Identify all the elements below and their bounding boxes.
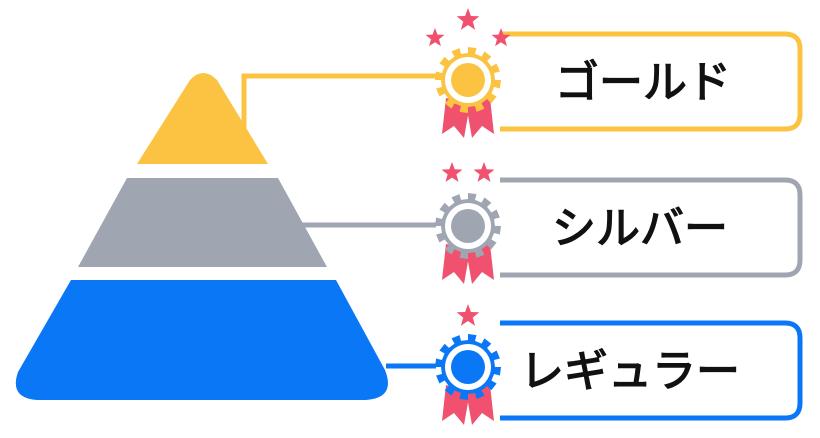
regular-medal-icon xyxy=(435,304,501,425)
label-box-regular xyxy=(500,320,803,421)
ribbon-right xyxy=(466,385,494,425)
pyramid xyxy=(15,73,388,400)
pyramid-tier-silver xyxy=(78,178,327,267)
medal-core xyxy=(451,63,485,97)
star-icon xyxy=(441,162,463,182)
tier-label-regular: レギュラー xyxy=(520,346,740,397)
tier-label-gold: ゴールド xyxy=(555,57,731,108)
silver-medal-icon xyxy=(435,162,501,284)
pyramid-tier-gold xyxy=(137,73,268,164)
ribbon-right xyxy=(466,244,494,284)
label-box-silver xyxy=(500,177,803,278)
star-icon xyxy=(491,28,511,47)
medal-core xyxy=(451,209,485,243)
connectors xyxy=(241,73,436,369)
star-icon xyxy=(456,304,480,326)
medal-core xyxy=(451,350,485,384)
gold-medal-icon xyxy=(425,8,511,138)
star-icon xyxy=(456,8,480,30)
connector-gold xyxy=(241,73,436,145)
label-boxes xyxy=(500,31,803,421)
label-box-gold xyxy=(500,31,803,132)
ribbon-right xyxy=(466,98,494,138)
star-icon xyxy=(425,28,445,47)
star-icon xyxy=(473,162,495,182)
pyramid-tier-regular xyxy=(15,280,388,400)
tier-label-silver: シルバー xyxy=(552,203,728,254)
